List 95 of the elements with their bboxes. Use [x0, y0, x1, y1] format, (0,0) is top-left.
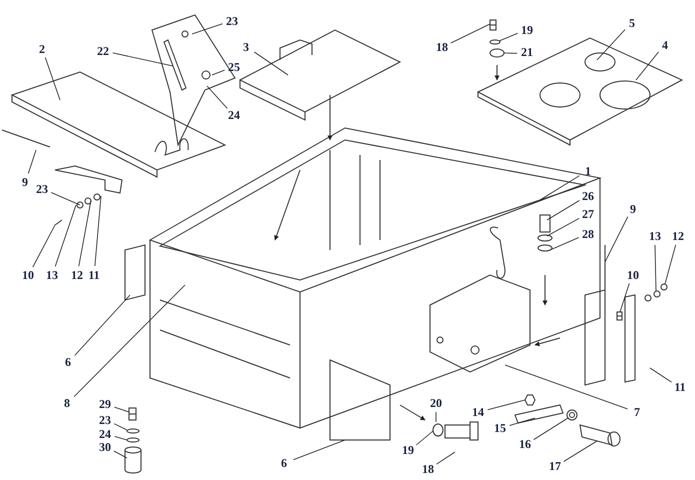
leader-line	[436, 452, 456, 465]
leader-line	[509, 418, 536, 426]
leader-line	[546, 200, 580, 220]
leader-line	[540, 175, 580, 200]
callout-number: 12	[71, 269, 83, 281]
spring-drawing	[566, 410, 578, 420]
washer-drawing	[660, 284, 668, 290]
leader-line	[50, 192, 80, 206]
leader-line	[114, 406, 130, 412]
leader-line	[546, 218, 580, 236]
callout-number: 20	[430, 397, 442, 409]
callout-number: 18	[436, 41, 448, 53]
callout-number: 5	[629, 17, 635, 29]
leader-line	[32, 224, 56, 268]
callout-number: 14	[472, 406, 484, 418]
leader-line	[487, 400, 526, 410]
callout-number: 1	[585, 165, 591, 177]
callout-number: 3	[243, 41, 249, 53]
leader-line	[596, 29, 626, 60]
leader-line	[94, 196, 102, 266]
leader-line	[504, 364, 628, 410]
leader-line	[636, 52, 659, 80]
leader-line	[498, 32, 518, 42]
callout-number: 29	[99, 398, 111, 410]
bolt-drawing	[616, 312, 622, 320]
callout-number: 27	[582, 208, 594, 220]
callout-number: 12	[672, 230, 684, 242]
leader-line	[550, 237, 580, 250]
callout-number: 30	[99, 441, 111, 453]
callout-number: 24	[99, 428, 111, 440]
leader-line	[254, 52, 288, 76]
leader-line	[654, 244, 656, 292]
callout-number: 22	[97, 45, 109, 57]
callout-number: 11	[674, 381, 686, 393]
leader-line	[604, 216, 628, 262]
callout-number: 11	[88, 269, 100, 281]
callout-number: 4	[662, 39, 668, 51]
washer-drawing	[126, 438, 140, 442]
leader-line	[650, 368, 672, 383]
washer-drawing	[126, 428, 140, 434]
leader-line	[450, 24, 490, 44]
washer-drawing	[654, 290, 660, 298]
leader-line	[620, 283, 630, 312]
leader-line	[114, 423, 128, 430]
leader-line	[504, 52, 518, 54]
callout-number: 8	[64, 397, 70, 409]
callout-number: 7	[634, 406, 640, 418]
pin-drawing	[579, 424, 620, 446]
nut-drawing	[524, 394, 536, 406]
leader-line	[74, 294, 130, 356]
leader-line	[44, 57, 60, 100]
callout-number: 25	[228, 61, 240, 73]
callout-number: 19	[402, 444, 414, 456]
bolt-drawing	[128, 408, 136, 420]
callout-number: 24	[228, 109, 240, 121]
callout-number: 18	[422, 463, 434, 475]
callout-number: 26	[582, 190, 594, 202]
strip-drawing	[584, 244, 606, 386]
leader-line	[533, 418, 568, 440]
callout-number: 15	[494, 422, 506, 434]
callout-number: 23	[99, 414, 111, 426]
leader-line	[664, 244, 676, 284]
leader-line	[74, 284, 186, 397]
washer-drawing	[432, 424, 444, 436]
callout-number: 2	[39, 43, 45, 55]
callout-number: 19	[521, 24, 533, 36]
callout-number: 17	[549, 460, 561, 472]
leader-line	[212, 70, 225, 76]
leader-line	[114, 436, 128, 440]
callout-number: 13	[649, 230, 661, 242]
leader-line	[416, 430, 434, 446]
callout-number: 9	[630, 203, 636, 215]
callout-number: 23	[36, 183, 48, 195]
callout-number: 6	[65, 356, 71, 368]
callout-number: 23	[226, 15, 238, 27]
leader-line	[54, 204, 76, 267]
bolt-drawing	[490, 20, 496, 30]
leader-line	[563, 440, 598, 462]
callout-number: 16	[519, 438, 531, 450]
washer-drawing	[490, 40, 500, 44]
callout-number: 21	[521, 46, 533, 58]
leader-line	[78, 200, 92, 267]
leader-line	[206, 86, 228, 109]
callout-number: 28	[582, 228, 594, 240]
callout-number: 10	[22, 269, 34, 281]
callout-number: 9	[22, 176, 28, 188]
callout-number: 6	[281, 457, 287, 469]
washer-drawing	[490, 48, 504, 58]
leader-line	[192, 23, 223, 34]
leader-line	[114, 450, 128, 458]
leader-line	[28, 150, 36, 174]
callout-number: 13	[46, 269, 58, 281]
callout-number: 10	[627, 269, 639, 281]
leader-line	[112, 52, 174, 66]
leader-line	[293, 440, 346, 460]
